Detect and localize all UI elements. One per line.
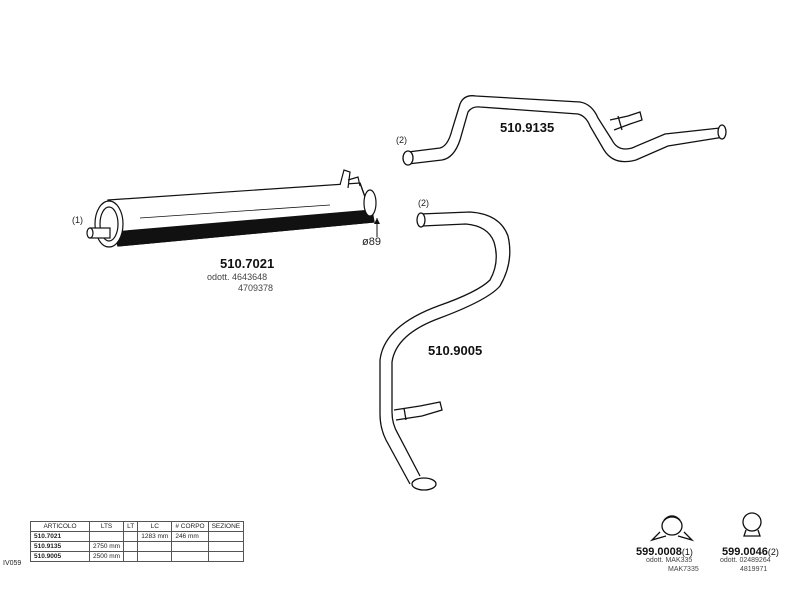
table-cell	[207, 551, 245, 562]
table-cell	[207, 531, 245, 542]
clamp-2-oem-line1: odott. 02489264	[720, 556, 771, 565]
table-row: 510.9135 2750 mm	[30, 541, 245, 552]
table-header: LTS	[88, 521, 125, 532]
muffler-part-number: 510.7021	[220, 256, 275, 271]
pipe-upper-callout: (2)	[396, 135, 407, 145]
table-row: 510.7021 1283 mm 246 mm	[30, 531, 245, 542]
pipe-lower-callout: (2)	[418, 198, 429, 208]
table-side-label: IV059	[3, 560, 22, 567]
pipe-lower-drawing	[379, 211, 511, 491]
table-cell	[123, 531, 139, 542]
pipe-upper-part-number: 510.9135	[500, 120, 555, 135]
clamp-1-part-number: 599.0008	[636, 546, 682, 558]
table-header: LC	[137, 521, 173, 532]
clamp-1-oem-1: MAK335	[665, 557, 693, 564]
clamp-1-qty: (1)	[681, 547, 693, 557]
clamp-2-icon	[742, 512, 762, 537]
table-cell	[88, 531, 125, 542]
table-cell	[123, 551, 139, 562]
table-header: SEZIONE	[207, 521, 245, 532]
clamp-1-oem-prefix: odott.	[646, 557, 664, 564]
table-cell	[123, 541, 139, 552]
muffler-oem-line1: odott. 4643648	[207, 272, 267, 283]
clamp-2-part-number: 599.0046	[722, 546, 768, 558]
clamp-2-qty: (2)	[767, 547, 779, 557]
table-cell	[207, 541, 245, 552]
table-header: ARTICOLO	[30, 521, 90, 532]
table-cell	[137, 541, 173, 552]
clamp-2-oem-1: 02489264	[739, 557, 771, 564]
muffler-drawing	[86, 169, 380, 248]
table-cell: 510.9005	[30, 551, 90, 562]
pipe-lower-part-number: 510.9005	[428, 343, 483, 358]
table-header: # CORPO	[171, 521, 209, 532]
clamp-1-oem-line1: odott. MAK335	[646, 556, 692, 565]
clamp-1-label: 599.0008(1)	[636, 542, 693, 560]
table-cell: 246 mm	[171, 531, 209, 542]
clamp-1-icon	[649, 515, 695, 542]
spec-table: ARTICOLO LTS LT LC # CORPO SEZIONE 510.7…	[30, 521, 245, 562]
table-cell	[171, 551, 209, 562]
table-header-row: ARTICOLO LTS LT LC # CORPO SEZIONE	[30, 521, 245, 532]
clamp-2-label: 599.0046(2)	[722, 542, 779, 560]
clamp-2-oem-prefix: odott.	[720, 557, 738, 564]
table-cell: 510.7021	[30, 531, 90, 542]
muffler-diameter-label: ø89	[362, 236, 381, 248]
muffler-oem-1: 4643648	[232, 272, 268, 282]
table-cell	[137, 551, 173, 562]
table-cell: 1283 mm	[137, 531, 173, 542]
table-header: LT	[123, 521, 139, 532]
table-cell: 510.9135	[30, 541, 90, 552]
table-cell: 2500 mm	[88, 551, 125, 562]
table-row: 510.9005 2500 mm	[30, 551, 245, 562]
pipe-upper-drawing	[402, 95, 727, 166]
muffler-callout: (1)	[72, 215, 83, 225]
table-cell	[171, 541, 209, 552]
clamp-2-oem-2: 4819971	[740, 566, 768, 573]
table-cell: 2750 mm	[88, 541, 125, 552]
muffler-oem-2: 4709378	[238, 283, 274, 293]
clamp-1-oem-2: MAK7335	[668, 566, 699, 573]
muffler-oem-prefix: odott.	[207, 272, 230, 282]
